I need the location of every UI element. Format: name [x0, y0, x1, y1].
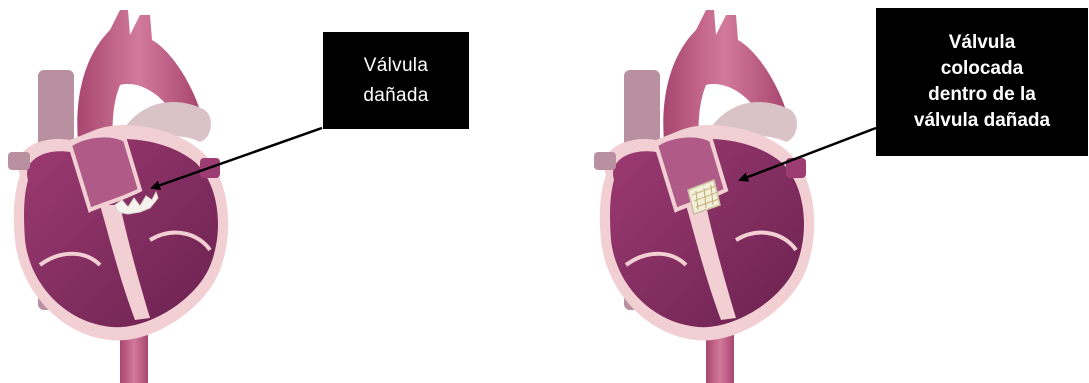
label-line: colocada: [914, 56, 1050, 82]
label-damaged-valve: Válvula dañada: [323, 32, 469, 129]
label-line: válvula dañada: [914, 108, 1050, 134]
label-valve-in-valve: Válvula colocada dentro de la válvula da…: [876, 8, 1088, 156]
pointer-arrow-damaged: [152, 128, 322, 188]
pointer-arrow-placed: [740, 128, 876, 180]
label-line: Válvula: [363, 51, 428, 81]
label-line: dañada: [363, 81, 428, 111]
label-line: dentro de la: [914, 82, 1050, 108]
label-line: Válvula: [914, 30, 1050, 56]
